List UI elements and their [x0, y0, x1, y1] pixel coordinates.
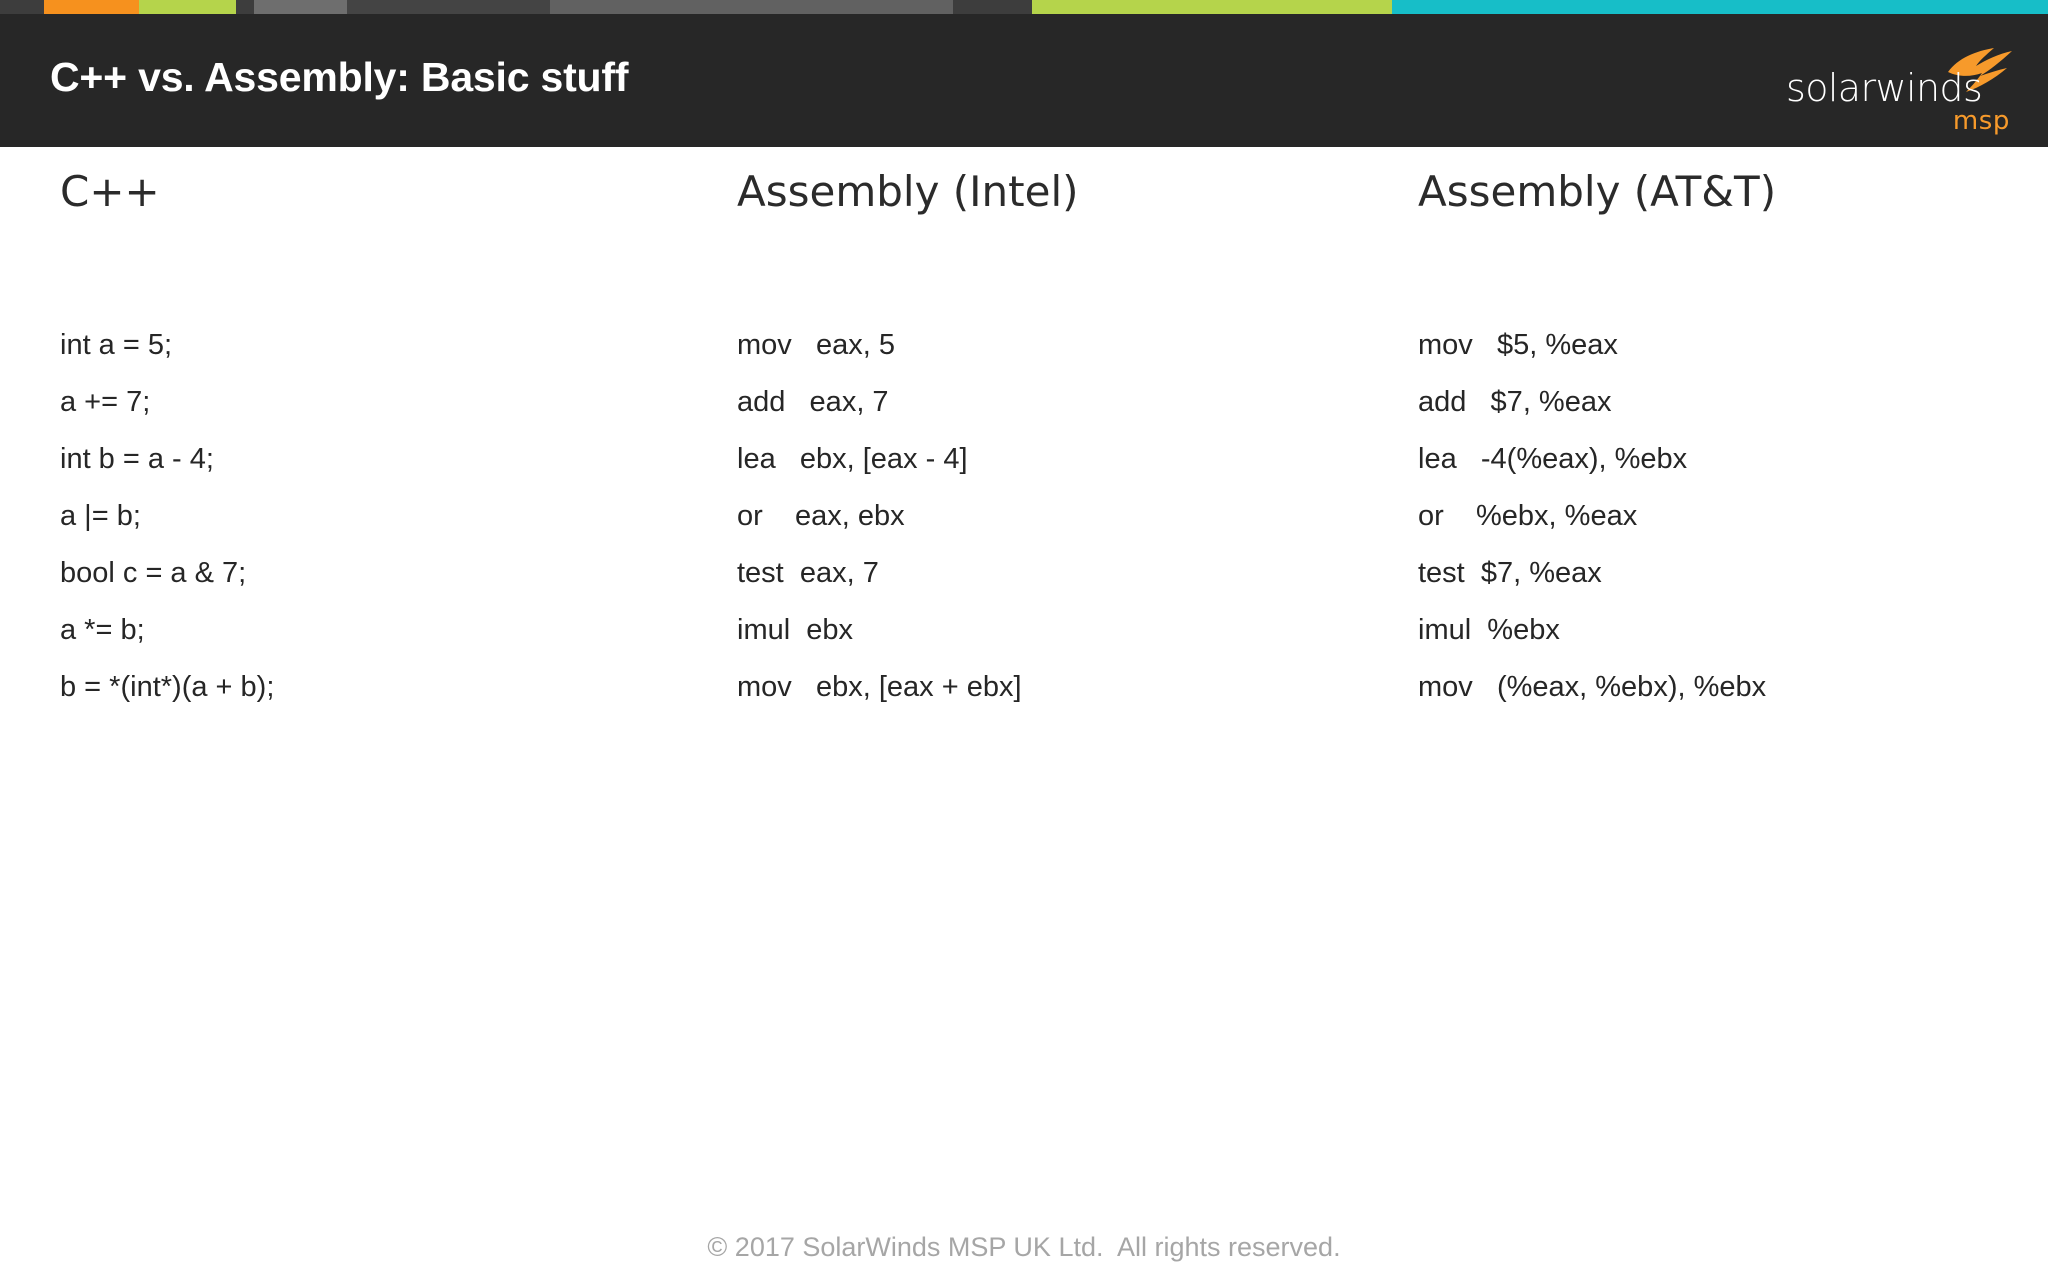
- code-line: imul %ebx: [1418, 614, 1560, 646]
- accent-segment-gray-mid: [550, 0, 953, 14]
- code-line: a += 7;: [60, 386, 151, 418]
- code-line: mov ebx, [eax + ebx]: [737, 671, 1022, 703]
- accent-segment-green-2: [1032, 0, 1392, 14]
- slide-header: C++ vs. Assembly: Basic stuff solarwinds…: [0, 14, 2048, 147]
- code-line: b = *(int*)(a + b);: [60, 671, 275, 703]
- code-line: bool c = a & 7;: [60, 557, 247, 589]
- code-list-assembly-att: mov $5, %eax add $7, %eax lea -4(%eax), …: [1418, 325, 1766, 724]
- footer-copyright: © 2017 SolarWinds MSP UK Ltd. All rights…: [707, 1232, 1341, 1262]
- code-line: mov eax, 5: [737, 329, 895, 361]
- code-line: test $7, %eax: [1418, 557, 1602, 589]
- code-line: mov $5, %eax: [1418, 329, 1618, 361]
- accent-segment-dark-gap-2: [347, 0, 550, 14]
- slide-content: C++ int a = 5; a += 7; int b = a - 4; a …: [0, 147, 2048, 1262]
- accent-segment-dark-gap-1: [236, 0, 254, 14]
- column-heading-cpp: C++: [60, 167, 160, 216]
- code-line: a *= b;: [60, 614, 145, 646]
- code-line: lea -4(%eax), %ebx: [1418, 443, 1688, 475]
- solarwinds-flame-icon: [1948, 48, 2012, 92]
- code-line: imul ebx: [737, 614, 854, 646]
- code-line: mov (%eax, %ebx), %ebx: [1418, 671, 1767, 703]
- logo-subbrand: msp: [1952, 106, 2010, 136]
- code-line: int b = a - 4;: [60, 443, 214, 475]
- code-line: or %ebx, %eax: [1418, 500, 1638, 532]
- accent-segment-gray-light: [254, 0, 347, 14]
- accent-segment-teal: [1392, 0, 2048, 14]
- code-line: int a = 5;: [60, 329, 173, 361]
- code-list-assembly-intel: mov eax, 5 add eax, 7 lea ebx, [eax - 4]…: [737, 325, 1022, 724]
- accent-segment-dark-gap-3: [953, 0, 1032, 14]
- logo-wordmark: solarwinds: [1786, 66, 1983, 110]
- code-list-cpp: int a = 5; a += 7; int b = a - 4; a |= b…: [60, 325, 274, 724]
- page-title: C++ vs. Assembly: Basic stuff: [50, 54, 629, 100]
- top-accent-bar: [0, 0, 2048, 14]
- code-line: lea ebx, [eax - 4]: [737, 443, 968, 475]
- column-heading-assembly-att: Assembly (AT&T): [1418, 167, 1777, 216]
- code-line: a |= b;: [60, 500, 141, 532]
- accent-segment-green: [139, 0, 236, 14]
- solarwinds-msp-logo: solarwinds msp: [1786, 40, 2016, 136]
- code-line: test eax, 7: [737, 557, 879, 589]
- code-line: add eax, 7: [737, 386, 889, 418]
- accent-segment-dark-left: [0, 0, 44, 14]
- column-heading-assembly-intel: Assembly (Intel): [737, 167, 1079, 216]
- code-line: or eax, ebx: [737, 500, 905, 532]
- code-line: add $7, %eax: [1418, 386, 1612, 418]
- accent-segment-orange: [44, 0, 139, 14]
